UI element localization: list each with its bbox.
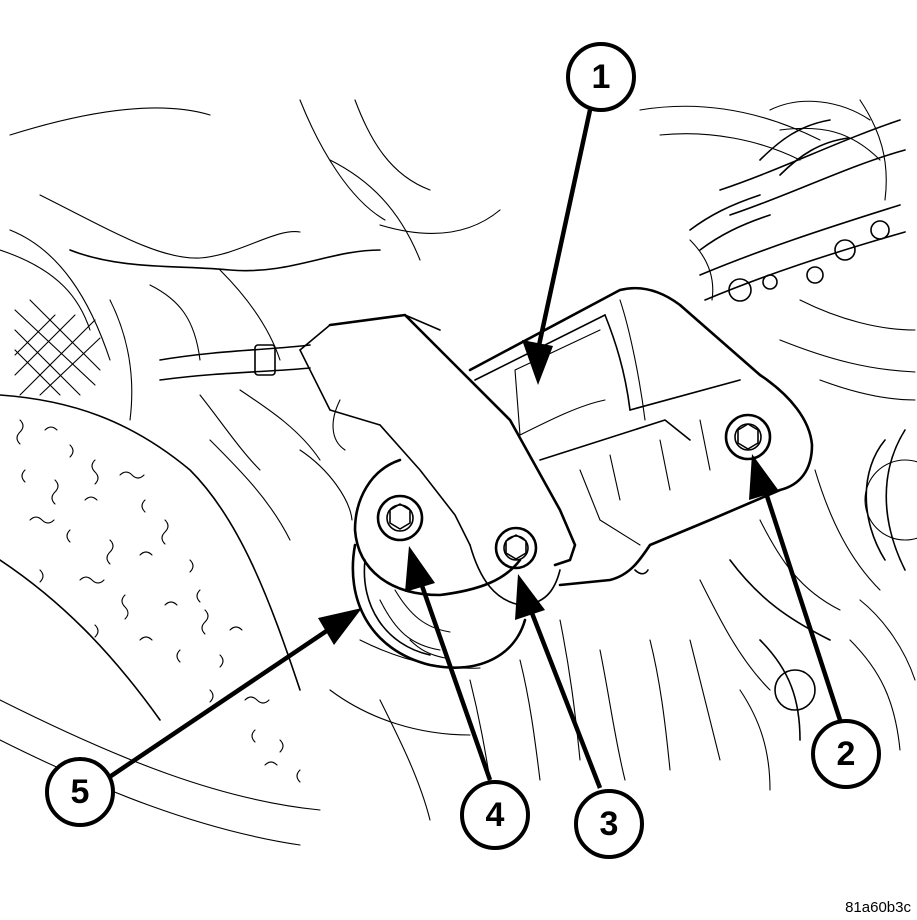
arrow-3 <box>515 574 603 789</box>
callout-1: 1 <box>566 42 636 112</box>
engine-mount-bracket <box>299 286 814 606</box>
callout-2: 2 <box>811 719 881 789</box>
callout-3: 3 <box>574 789 644 859</box>
callout-1-label: 1 <box>592 58 611 96</box>
callout-4-label: 4 <box>486 796 505 834</box>
callout-2-label: 2 <box>837 735 856 773</box>
bolt-2-icon <box>724 413 772 461</box>
callout-3-label: 3 <box>600 805 619 843</box>
arrow-1 <box>522 109 593 385</box>
background-engine-linework <box>0 99 917 846</box>
arrow-4 <box>405 546 493 781</box>
arrow-5 <box>106 608 362 780</box>
bolt-3-icon <box>494 526 538 570</box>
mount-isolator <box>351 543 527 669</box>
textured-insulation-pad <box>0 394 301 783</box>
arrow-2 <box>749 454 843 721</box>
bolt-4-icon <box>376 494 424 542</box>
callout-5-label: 5 <box>71 773 90 811</box>
figure-reference-code: 81a60b3c <box>845 899 911 916</box>
callout-4: 4 <box>460 780 530 850</box>
leader-arrows <box>106 109 843 789</box>
callout-5: 5 <box>45 757 115 827</box>
grille-mesh <box>14 299 101 396</box>
